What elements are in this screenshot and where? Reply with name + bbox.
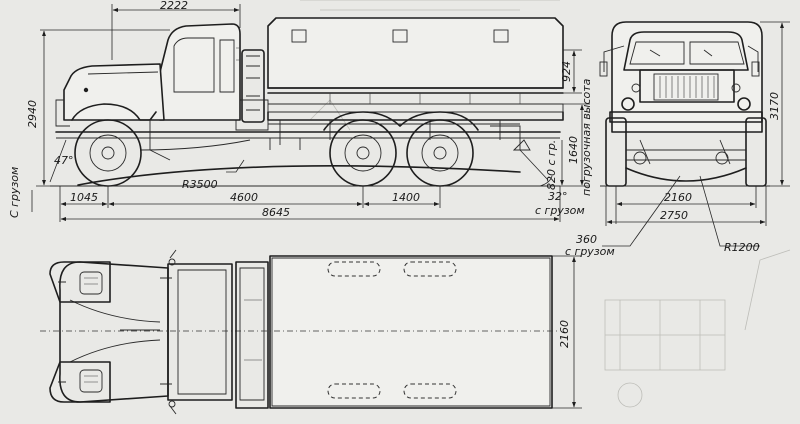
laden-note-left: С грузом — [8, 167, 21, 218]
bogie-spacing-label: 1400 — [392, 191, 420, 204]
laden-note-bottom: с грузом — [535, 204, 585, 217]
front-overhang-label: 1045 — [70, 191, 98, 204]
cab — [159, 23, 241, 121]
overall-height-label: 3170 — [768, 92, 781, 120]
front-view — [599, 21, 770, 187]
cargo-bed-top — [269, 255, 553, 409]
height-to-cab-label: 2940 — [26, 100, 39, 128]
rear-wheel-2 — [406, 119, 474, 187]
overall-width-label: 2750 — [660, 209, 688, 222]
loading-height-label: 1640 — [567, 136, 580, 164]
rear-wheel-1 — [329, 119, 397, 187]
hood — [55, 63, 165, 127]
wheelbase-label: 4600 — [230, 191, 258, 204]
front-radius-label: R1200 — [724, 241, 760, 254]
front-view-dimensions: 3170 2160 2750 360 с грузом R1200 — [565, 21, 790, 258]
tarp-height-label: 924 — [560, 61, 573, 82]
side-view — [49, 17, 564, 187]
cab-length-label: 2222 — [160, 0, 188, 12]
cargo-tarp — [267, 17, 564, 113]
turning-radius-label: R3500 — [182, 178, 218, 191]
departure-angle-label: 32° — [548, 190, 568, 203]
front-clearance-label: 360 — [576, 233, 597, 246]
turning-radius-arc — [77, 165, 521, 186]
body-width-label: 2160 — [558, 320, 571, 348]
side-view-dimensions: 2222 2940 924 1640 погрузочная высота 82… — [8, 0, 593, 222]
top-view-dimensions: 2160 — [552, 255, 582, 409]
laden-clearance-label: 820 с гр. — [545, 140, 558, 190]
spare-wheel — [235, 49, 269, 131]
front-track-label: 2160 — [664, 191, 692, 204]
front-clearance-note: с грузом — [565, 245, 615, 258]
approach-angle-label: 47° — [54, 154, 74, 167]
top-view — [40, 249, 560, 415]
loading-height-caption: погрузочная высота — [580, 78, 593, 196]
overall-length-label: 8645 — [262, 206, 290, 219]
